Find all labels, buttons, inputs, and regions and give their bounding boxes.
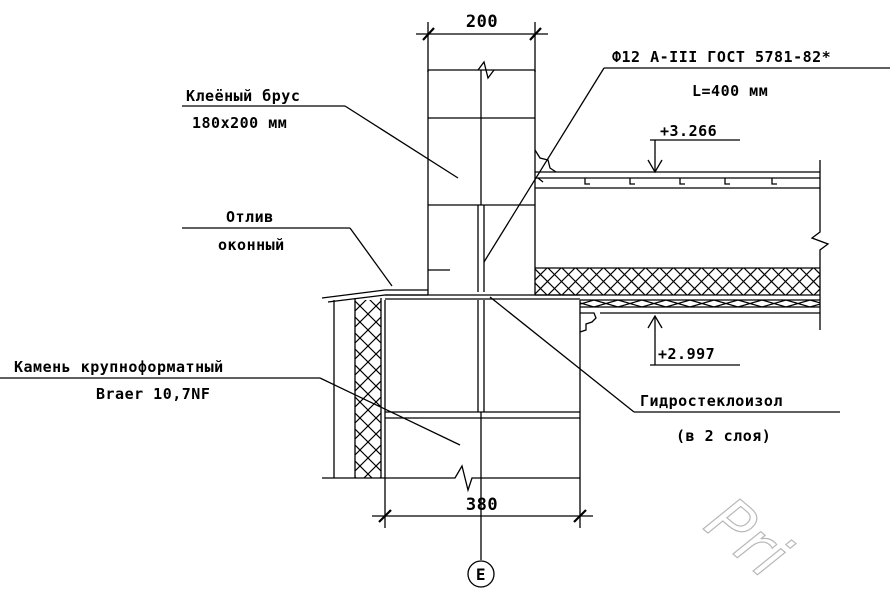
dim-bottom-label: 380 [466, 495, 498, 515]
window-sill [321, 289, 580, 303]
beam-label-line1: Клеёный брус [186, 87, 300, 105]
stone-label-line1: Камень крупноформатный [14, 358, 224, 376]
level-bottom: +2.997 [647, 314, 740, 366]
wall-insulation-hatch [355, 300, 381, 478]
sill-label-line1: Отлив [226, 208, 274, 226]
floor-insulation-hatch [535, 268, 820, 295]
timber-beam [427, 60, 536, 295]
callout-stone: Камень крупноформатный Braer 10,7NF [14, 358, 224, 403]
sill-label-line2: оконный [218, 236, 285, 254]
callout-beam: Клеёный брус 180х200 мм [186, 87, 300, 132]
rebar-label-line1: Ф12 А-III ГОСТ 5781-82* [612, 48, 831, 66]
callout-rebar: Ф12 А-III ГОСТ 5781-82* L=400 мм [612, 48, 831, 100]
dim-top-label: 200 [466, 12, 498, 32]
floor-lower-layer [580, 300, 820, 307]
ceiling-trim [579, 312, 597, 333]
stone-wall [322, 298, 581, 493]
axis-label: Е [476, 565, 486, 584]
stone-label-line2: Braer 10,7NF [96, 385, 210, 403]
callout-sill: Отлив оконный [218, 208, 285, 254]
waterproof-label-line2: (в 2 слоя) [676, 427, 771, 445]
callout-waterproof: Гидростеклоизол (в 2 слоя) [640, 392, 783, 445]
level-bottom-label: +2.997 [658, 345, 715, 363]
leader-lines [0, 67, 890, 446]
axis-marker: Е [467, 560, 495, 588]
waterproof-label-line1: Гидростеклоизол [640, 392, 783, 410]
rebar-label-line2: L=400 мм [692, 82, 768, 100]
top-dimension: 200 [416, 12, 548, 72]
level-top-label: +3.266 [660, 122, 717, 140]
beam-label-line2: 180х200 мм [192, 114, 287, 132]
level-top: +3.266 [647, 122, 740, 174]
watermark: Pri [691, 483, 802, 592]
bottom-dimension: 380 [372, 478, 593, 528]
